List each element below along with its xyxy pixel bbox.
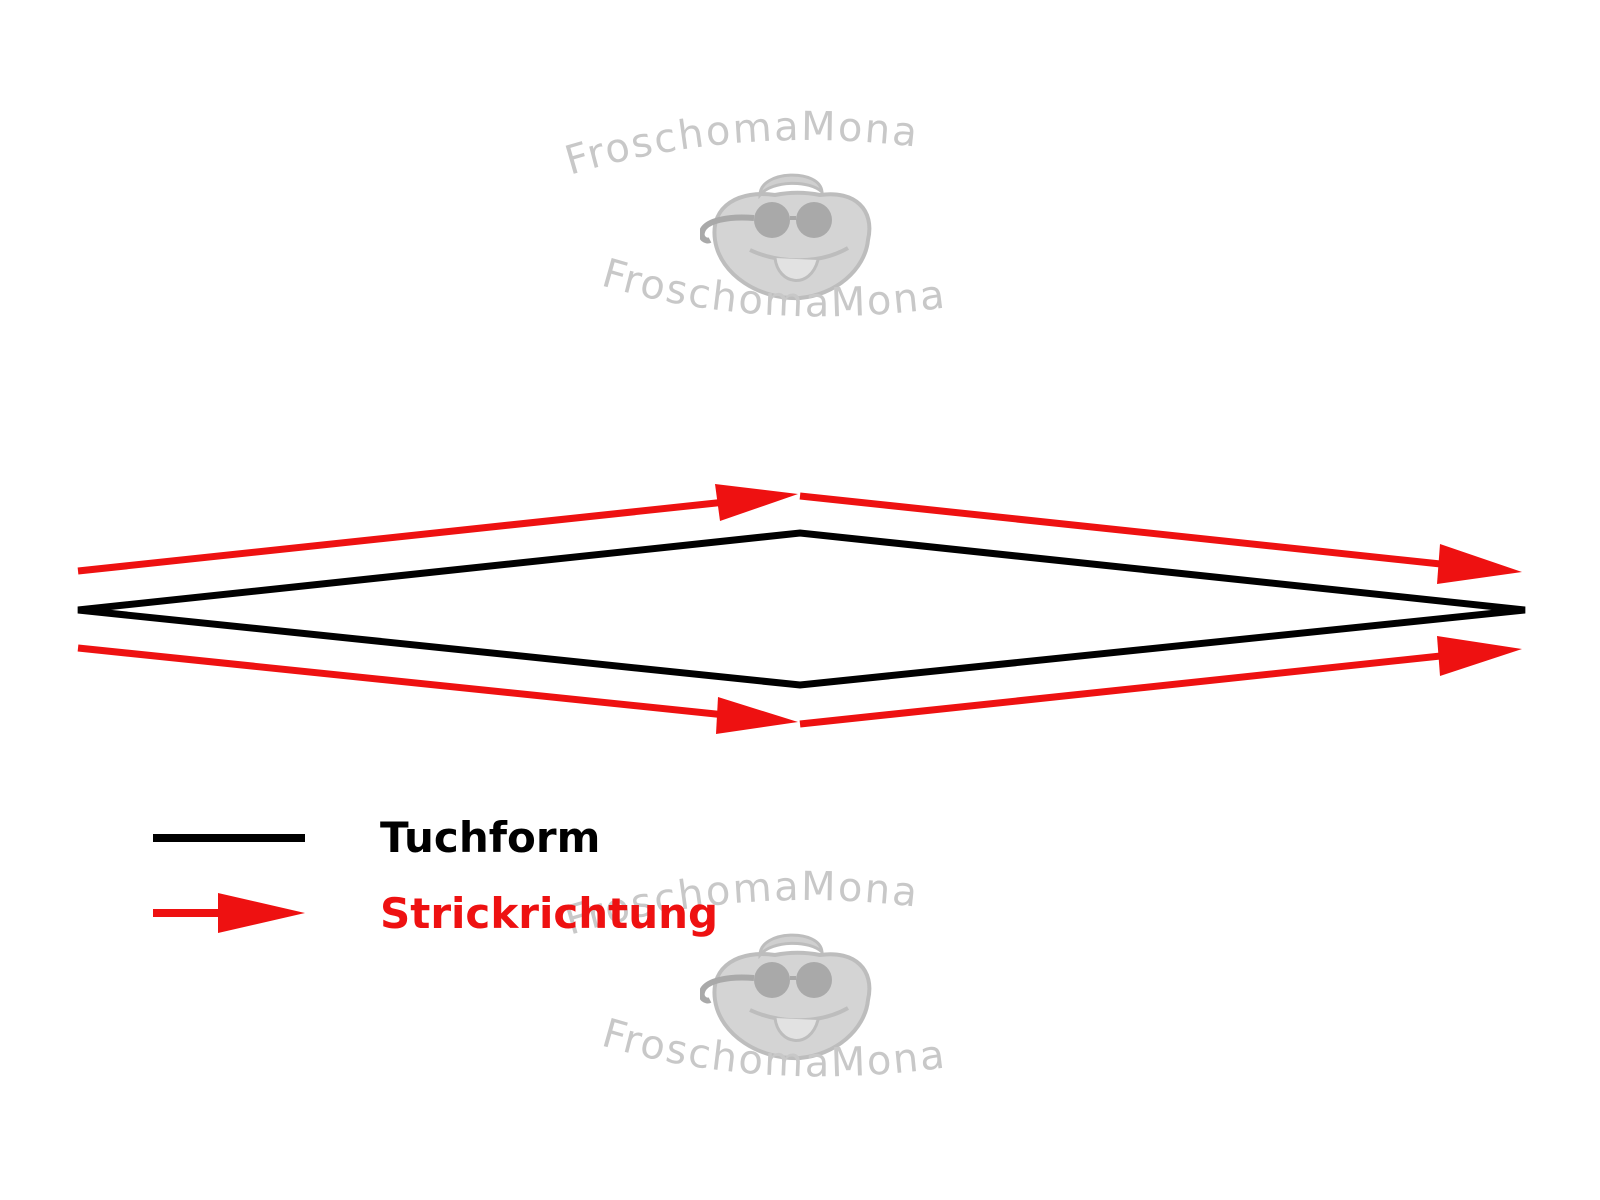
legend-item-tuchform: Tuchform	[153, 813, 600, 862]
knitting-direction-arrows	[77, 484, 1522, 734]
direction-arrow-upper-left	[77, 484, 798, 575]
direction-arrow-lower-right	[799, 636, 1522, 728]
direction-arrow-upper-right	[799, 492, 1522, 584]
watermark-text-upper: FroschomaMona	[560, 104, 921, 185]
legend: Tuchform Strickrichtung	[153, 813, 718, 938]
legend-arrow-head	[218, 893, 305, 933]
direction-arrow-lower-left	[77, 644, 798, 734]
shawl-shape-outline	[77, 529, 1526, 689]
legend-label-strickrichtung: Strickrichtung	[380, 889, 718, 938]
legend-label-tuchform: Tuchform	[380, 813, 600, 862]
watermark-top: FroschomaMona FroschomaMona	[560, 104, 947, 327]
legend-item-strickrichtung: Strickrichtung	[153, 889, 718, 938]
